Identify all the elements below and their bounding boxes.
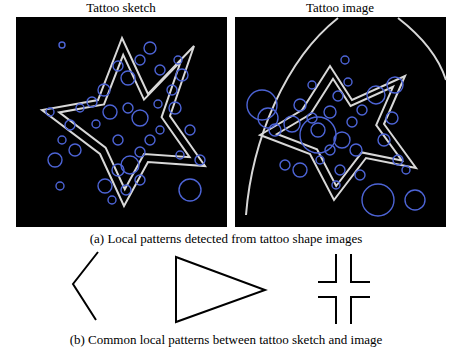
detected-circle <box>316 156 324 164</box>
detected-circle <box>332 181 340 189</box>
detected-circle <box>300 117 336 153</box>
detected-circle <box>169 102 181 114</box>
detected-circle <box>113 61 123 71</box>
local-pattern-circles <box>46 42 425 216</box>
common-patterns <box>73 252 370 324</box>
detected-circle <box>362 184 394 216</box>
detected-circle <box>103 105 117 119</box>
subfigure-caption: (a) Local patterns detected from tattoo … <box>88 232 365 246</box>
cross-pattern <box>318 254 336 282</box>
detected-circle <box>121 71 135 85</box>
triangle-pattern <box>176 257 265 322</box>
detected-circle <box>113 135 123 145</box>
panel-title: Tattoo sketch <box>84 1 158 15</box>
detected-circle <box>325 145 335 155</box>
detected-circle <box>135 55 145 65</box>
detected-circle <box>293 163 307 177</box>
detected-circle <box>185 125 195 135</box>
detected-circle <box>393 155 403 165</box>
detected-circle <box>344 78 352 86</box>
detected-circle <box>144 42 156 54</box>
image-panel <box>235 17 446 227</box>
detected-circle <box>108 196 116 204</box>
skin-contour <box>398 18 446 80</box>
detected-circle <box>123 103 133 113</box>
detected-circle <box>154 100 162 108</box>
detected-circle <box>284 116 300 132</box>
detected-circle <box>335 165 345 175</box>
detected-circle <box>333 91 343 101</box>
skin-contour <box>246 18 338 215</box>
detected-circle <box>46 108 54 116</box>
detected-circle <box>98 84 110 96</box>
panel-title: Tattoo image <box>304 1 376 15</box>
star-outline <box>42 38 205 206</box>
detected-circle <box>48 153 62 167</box>
detected-circle <box>135 147 145 157</box>
cross-pattern <box>351 297 370 324</box>
detected-circle <box>167 85 177 95</box>
detected-circle <box>65 120 75 130</box>
detected-circle <box>367 86 385 104</box>
sketch-panel <box>16 17 227 227</box>
image-star <box>246 18 446 215</box>
detected-circle <box>258 108 278 128</box>
corner-pattern <box>73 252 98 320</box>
detected-circle <box>174 56 182 64</box>
detected-circle <box>347 117 357 127</box>
detected-circle <box>156 126 164 134</box>
detected-circle <box>135 175 145 185</box>
detected-circle <box>98 179 112 193</box>
detected-circle <box>176 69 188 81</box>
detected-circle <box>176 151 184 159</box>
detected-circle <box>92 120 100 128</box>
detected-circle <box>386 112 398 124</box>
detected-circle <box>56 182 64 190</box>
detected-circle <box>155 65 165 75</box>
detected-circle <box>112 164 124 176</box>
detected-circle <box>311 123 325 137</box>
detected-circle <box>355 170 365 180</box>
detected-circle <box>341 56 349 64</box>
detected-circle <box>132 110 148 126</box>
detected-circle <box>69 144 81 156</box>
detected-circle <box>308 81 316 89</box>
detected-circle <box>405 190 425 210</box>
detected-circle <box>357 105 367 115</box>
star-outline <box>277 79 402 186</box>
detected-circle <box>179 179 201 201</box>
detected-circle <box>58 136 66 144</box>
detected-circle <box>402 166 410 174</box>
subfigure-caption: (b) Common local patterns between tattoo… <box>68 333 385 347</box>
detected-circle <box>280 160 290 170</box>
detected-circle <box>247 90 277 120</box>
detected-circle <box>59 42 65 48</box>
detected-circle <box>145 135 155 145</box>
detected-circle <box>121 185 131 195</box>
detected-circle <box>294 99 306 111</box>
detected-circle <box>324 106 336 118</box>
detected-circle <box>378 134 390 146</box>
detected-circle <box>76 104 84 112</box>
sketch-star <box>42 38 205 206</box>
detected-circle <box>195 155 205 165</box>
cross-pattern <box>318 297 336 324</box>
cross-pattern <box>351 254 370 282</box>
detected-circle <box>350 144 362 156</box>
star-outline <box>260 66 416 200</box>
detected-circle <box>387 77 403 93</box>
detected-circle <box>87 97 97 107</box>
star-outline <box>59 55 189 189</box>
